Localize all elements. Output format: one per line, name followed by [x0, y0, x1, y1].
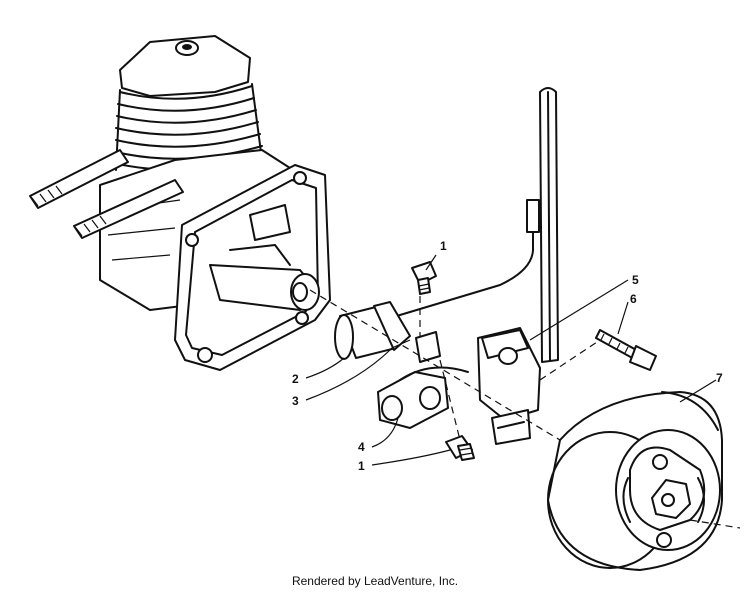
- assembly-centerline: [309, 289, 741, 529]
- callout-5: 5: [632, 273, 639, 287]
- crankshaft: [209, 204, 320, 311]
- callout-1-bottom: 1: [358, 459, 365, 473]
- callout-2: 2: [292, 372, 299, 386]
- callout-3: 3: [292, 394, 299, 408]
- screw-part-1-top: [411, 261, 437, 295]
- callout-1-top: 1: [440, 239, 447, 253]
- cylinder-studs: [29, 149, 184, 239]
- callout-7: 7: [716, 371, 723, 385]
- condenser-part-2: [334, 301, 441, 363]
- ignition-wire: [384, 87, 559, 363]
- breaker-points-part-4: [377, 366, 469, 429]
- bolt-part-6: [595, 329, 657, 371]
- callout-4: 4: [358, 440, 365, 454]
- engine-block: [29, 35, 331, 371]
- screw-part-1-bottom: [445, 435, 475, 461]
- flywheel-part-7: [547, 391, 723, 571]
- ignition-coil-part-5: [477, 327, 541, 445]
- leader-lines: [305, 254, 717, 466]
- callout-6: 6: [630, 292, 637, 306]
- caption: Rendered by LeadVenture, Inc.: [291, 574, 459, 588]
